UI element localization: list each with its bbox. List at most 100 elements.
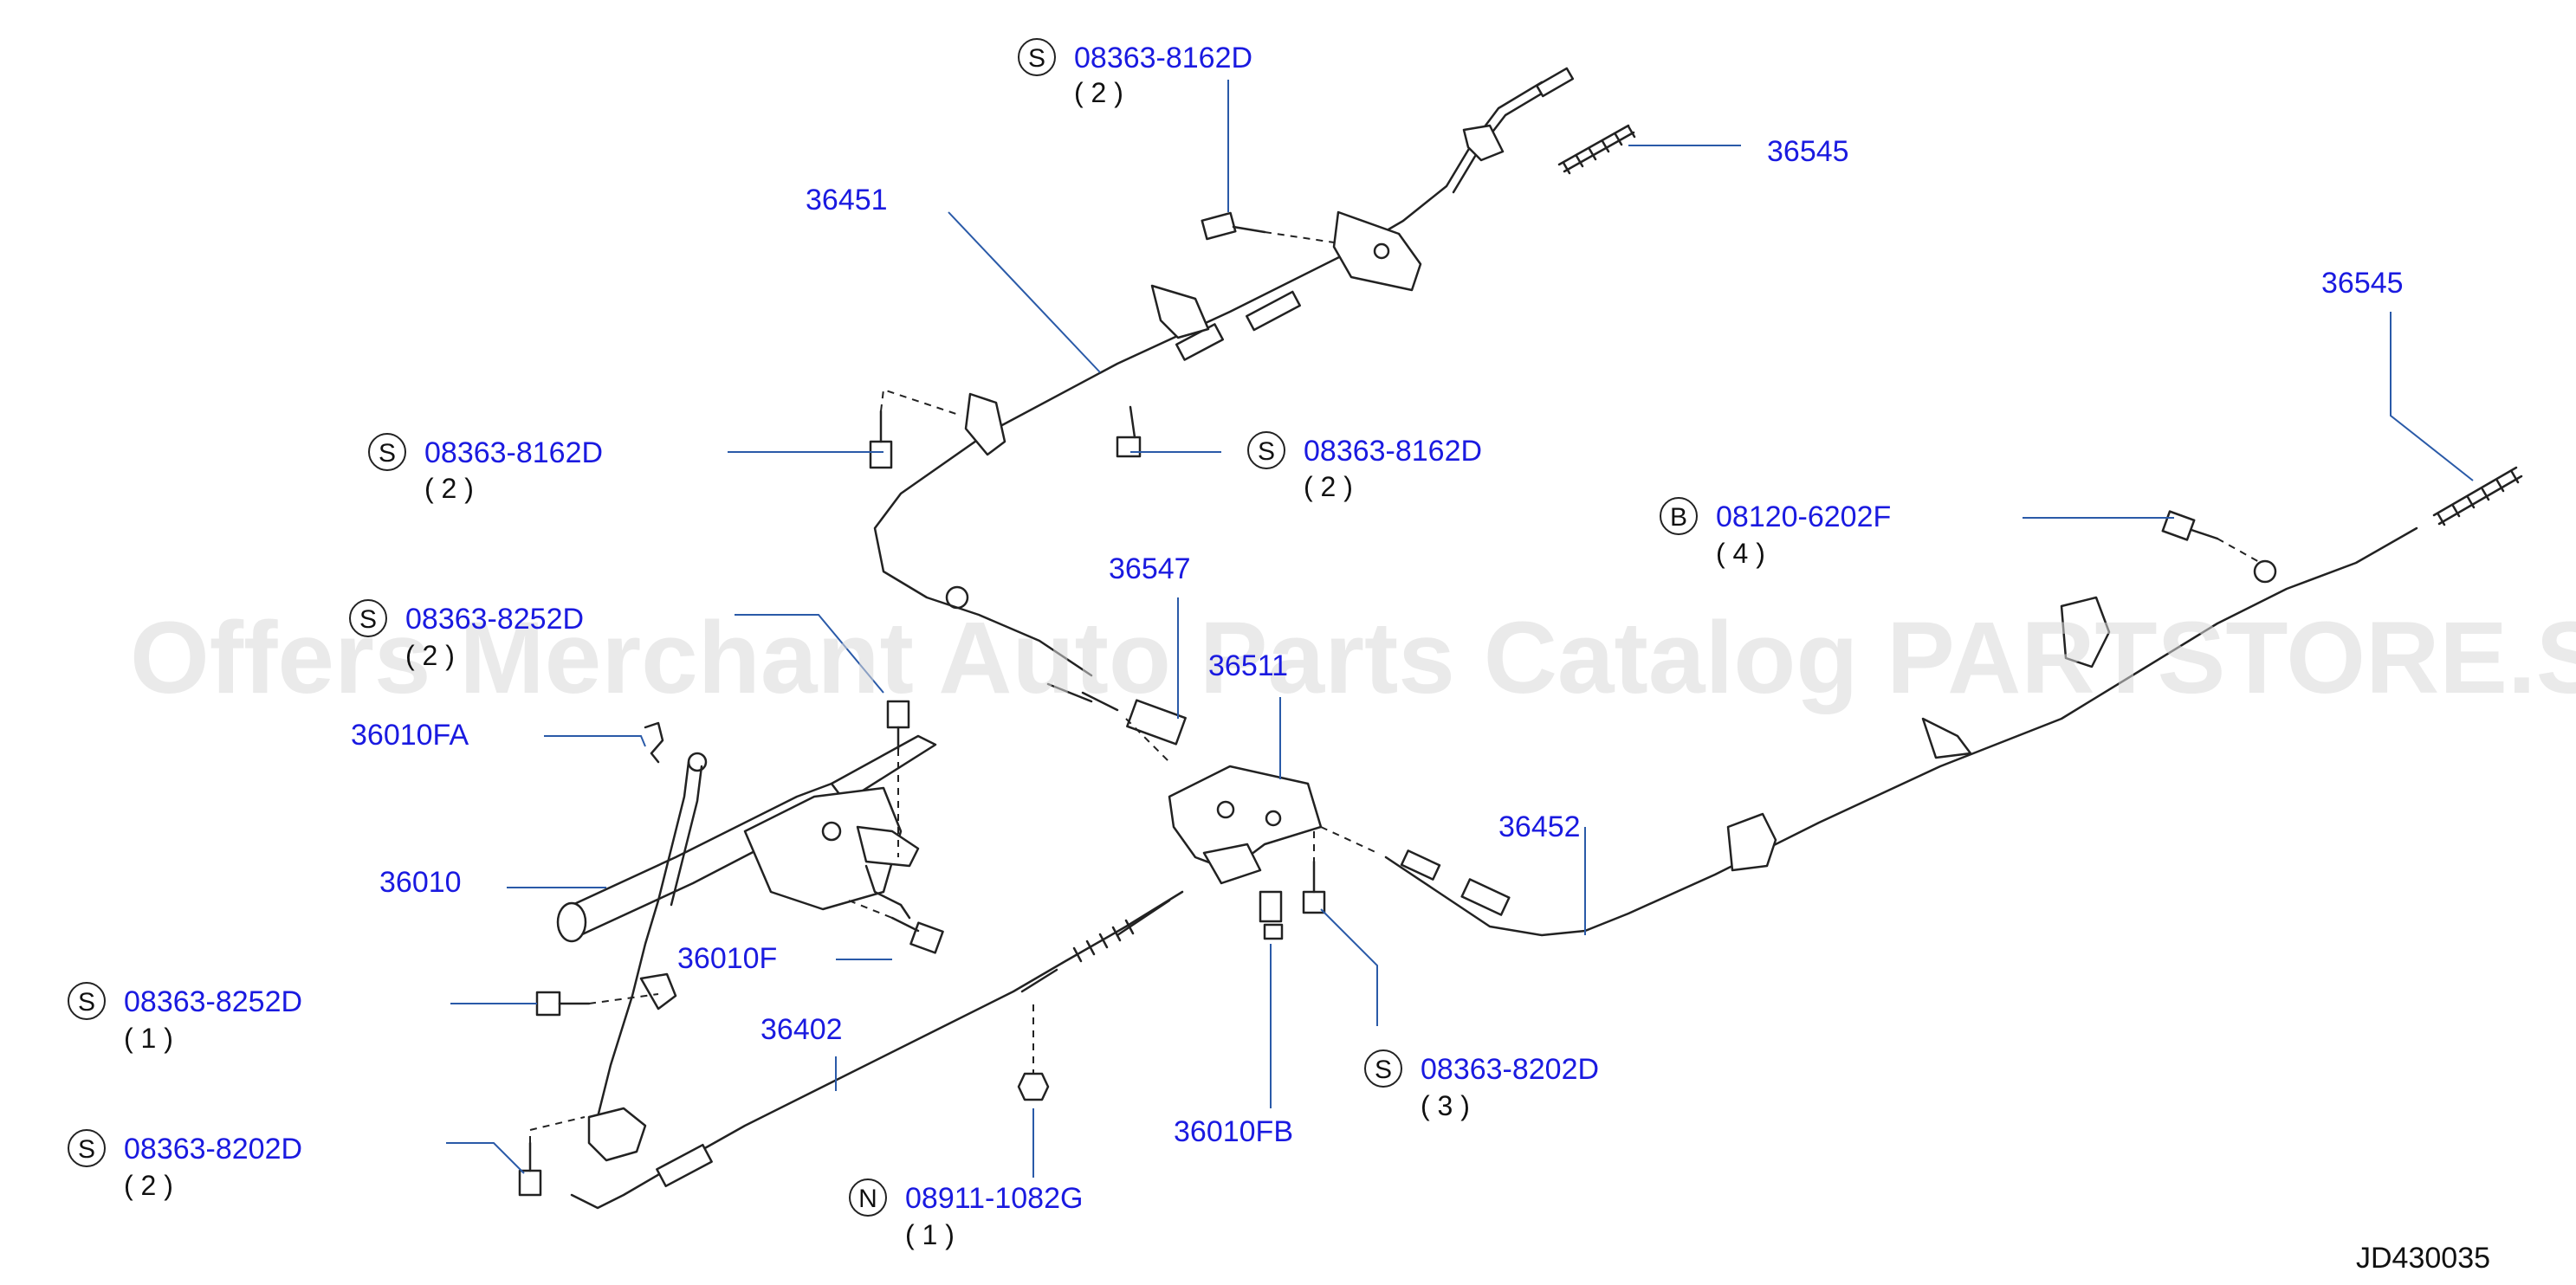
equalizer-hole-1 [1216, 800, 1235, 819]
callout-part-number: 08363-8162D [1074, 42, 1252, 74]
bolt-8252-upper [886, 700, 910, 751]
callout-quantity: ( 3 ) [1421, 1090, 1470, 1121]
bolt-right-b-path [2217, 538, 2262, 564]
part-labels: 36545 36451 36545 36547 36511 36010FA 36… [351, 135, 2404, 1148]
callout-s-8252-upper[interactable]: S 08363-8252D ( 2 ) [349, 599, 584, 671]
bolt-8202-left [518, 1141, 542, 1197]
front-cable-sheath [1020, 899, 1171, 993]
diagram-code: JD430035 [2356, 1242, 2490, 1275]
bolt-36010f [890, 916, 944, 954]
cable-bracket-mid [1150, 284, 1210, 339]
clip-36010fa [644, 721, 664, 764]
callout-letter: N [858, 1185, 877, 1213]
label-36402[interactable]: 36402 [761, 1013, 843, 1046]
lever-pivot-cable-2 [670, 765, 703, 907]
callout-part-number: 08363-8252D [405, 603, 584, 636]
bolt-upper-1-path [1264, 231, 1335, 243]
label-36452[interactable]: 36452 [1498, 810, 1581, 843]
label-36451[interactable]: 36451 [806, 184, 888, 216]
bolt-left-1 [869, 410, 893, 469]
cable-end-right [2253, 559, 2277, 584]
label-36511[interactable]: 36511 [1208, 649, 1288, 682]
bolt-8252-lower-path [588, 993, 659, 1004]
center-link-path-2 [1320, 826, 1378, 854]
callout-part-number: 08363-8252D [124, 985, 302, 1018]
lever-lower-bracket [587, 1107, 647, 1162]
callout-part-number: 08363-8202D [1421, 1053, 1599, 1086]
bolt-upper-1 [1201, 211, 1266, 241]
bracket-hole [1373, 242, 1390, 260]
callout-letter: S [1028, 44, 1045, 73]
callout-quantity: ( 2 ) [1304, 471, 1353, 502]
callout-s-8202-left[interactable]: S 08363-8202D ( 2 ) [68, 1129, 302, 1201]
bolt-36010f-path [848, 900, 893, 919]
callout-s-8162-left[interactable]: S 08363-8162D ( 2 ) [368, 433, 603, 504]
label-36545-top[interactable]: 36545 [1767, 135, 1849, 168]
cable-sleeve-right [1460, 878, 1511, 916]
callout-part-number: 08363-8202D [124, 1133, 302, 1166]
bolt-8252-lower [535, 991, 591, 1017]
callout-part-number: 08363-8162D [424, 436, 603, 469]
lever-ratchet [856, 825, 920, 868]
callout-b-6202[interactable]: B 08120-6202F ( 4 ) [1660, 497, 1891, 569]
lever-hole [821, 821, 842, 842]
bolt-right-b [2161, 510, 2219, 541]
lever-eye [687, 752, 708, 772]
callout-letter: S [1375, 1056, 1392, 1084]
drawing-lines [518, 67, 2523, 1210]
callout-letter: S [359, 605, 377, 634]
callout-letter: S [1258, 437, 1275, 466]
label-36010fa[interactable]: 36010FA [351, 719, 469, 752]
callout-s-8252-lower[interactable]: S 08363-8252D ( 1 ) [68, 982, 302, 1054]
front-cable [570, 890, 1184, 1210]
label-36010fb[interactable]: 36010FB [1174, 1115, 1293, 1148]
equalizer-lower [1202, 843, 1262, 885]
cable-end-center [1046, 682, 1119, 712]
callout-quantity: ( 2 ) [1074, 77, 1123, 108]
lever-rod [830, 734, 937, 798]
cable-sleeve-right-2 [1400, 849, 1441, 881]
callout-quantity: ( 2 ) [124, 1170, 173, 1201]
equalizer-bracket [1168, 765, 1323, 872]
callout-part-number: 08911-1082G [905, 1182, 1083, 1215]
callout-quantity: ( 2 ) [405, 640, 455, 671]
cable-eye-center [945, 585, 969, 610]
callout-quantity: ( 4 ) [1716, 538, 1765, 569]
callout-quantity: ( 1 ) [124, 1023, 173, 1054]
callout-s-8162-top[interactable]: S 08363-8162D ( 2 ) [1018, 38, 1252, 108]
label-36545-right[interactable]: 36545 [2321, 267, 2404, 300]
lever-grip-end [556, 901, 587, 943]
equalizer-hole-2 [1265, 810, 1282, 827]
center-link-path [1125, 718, 1170, 763]
callout-s-8162-mid[interactable]: S 08363-8162D ( 2 ) [1247, 431, 1482, 502]
label-36010[interactable]: 36010 [379, 866, 462, 899]
adjuster-36547 [1126, 699, 1187, 746]
label-36547[interactable]: 36547 [1109, 552, 1191, 585]
callout-s-8202-right[interactable]: S 08363-8202D ( 3 ) [1364, 1049, 1599, 1121]
cable-bracket-wing [1462, 124, 1505, 162]
callout-letter: B [1670, 503, 1687, 532]
rear-cable-left [873, 81, 1544, 677]
watermark: Offers Merchant Auto Parts Catalog PARTS… [130, 601, 2576, 715]
bolt-8202-left-path [529, 1116, 586, 1143]
callout-letter: S [379, 439, 396, 468]
callout-quantity: ( 2 ) [424, 473, 474, 504]
bolt-36010fb [1259, 890, 1284, 940]
bolt-8202-right [1302, 860, 1326, 914]
callout-letter: S [78, 988, 95, 1017]
cable-bracket-right [2060, 596, 2111, 668]
callout-letter: S [78, 1135, 95, 1164]
callout-n-1082[interactable]: N 08911-1082G ( 1 ) [849, 1178, 1083, 1250]
cable-clip-right [1921, 717, 1972, 759]
callout-quantity: ( 1 ) [905, 1219, 955, 1250]
cable-sleeve-1 [1246, 290, 1301, 332]
cable-end-top [1535, 67, 1575, 98]
spring-36545-right [2432, 466, 2523, 526]
leader-lines [446, 80, 2474, 1178]
front-cable-end [656, 1143, 713, 1188]
lever-pivot-cable [596, 760, 690, 1145]
cable-bracket-small [964, 392, 1006, 456]
label-36010f[interactable]: 36010F [677, 942, 777, 975]
lever-front-bracket [864, 864, 911, 920]
